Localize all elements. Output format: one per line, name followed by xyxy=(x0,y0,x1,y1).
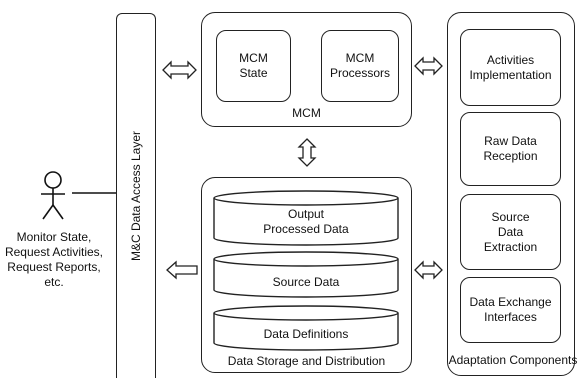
mcm-state-box: MCM State xyxy=(216,30,291,102)
access-layer-box xyxy=(116,13,156,378)
actor-icon xyxy=(41,171,65,220)
storage-cylinder-output xyxy=(213,190,399,246)
actor-label: Monitor State, Request Activities, Reque… xyxy=(4,230,104,289)
mcm-processors-box: MCM Processors xyxy=(321,30,399,102)
access-mcm-arrow xyxy=(162,60,197,80)
storage-cylinder-source xyxy=(213,251,399,298)
storage-layer-source: Source Data xyxy=(272,275,340,289)
mcm-title: MCM xyxy=(292,106,321,120)
mcm-adaptation-arrow xyxy=(414,56,443,76)
adaptation-item-exchange-interfaces: Data Exchange Interfaces xyxy=(460,277,561,343)
storage-cylinder-definitions xyxy=(213,305,399,351)
storage-title: Data Storage and Distribution xyxy=(227,354,386,368)
adaptation-item-raw-data: Raw Data Reception xyxy=(460,112,561,186)
adaptation-item-activities: Activities Implementation xyxy=(460,29,561,106)
storage-layer-output: Output Processed Data xyxy=(263,207,349,236)
adaptation-title: Adaptation Components xyxy=(448,353,578,367)
storage-adaptation-arrow xyxy=(414,260,443,280)
storage-layer-definitions: Data Definitions xyxy=(263,327,349,341)
mcm-storage-arrow xyxy=(297,138,317,167)
storage-access-arrow xyxy=(166,260,198,280)
adaptation-item-source-extraction: Source Data Extraction xyxy=(460,194,561,270)
